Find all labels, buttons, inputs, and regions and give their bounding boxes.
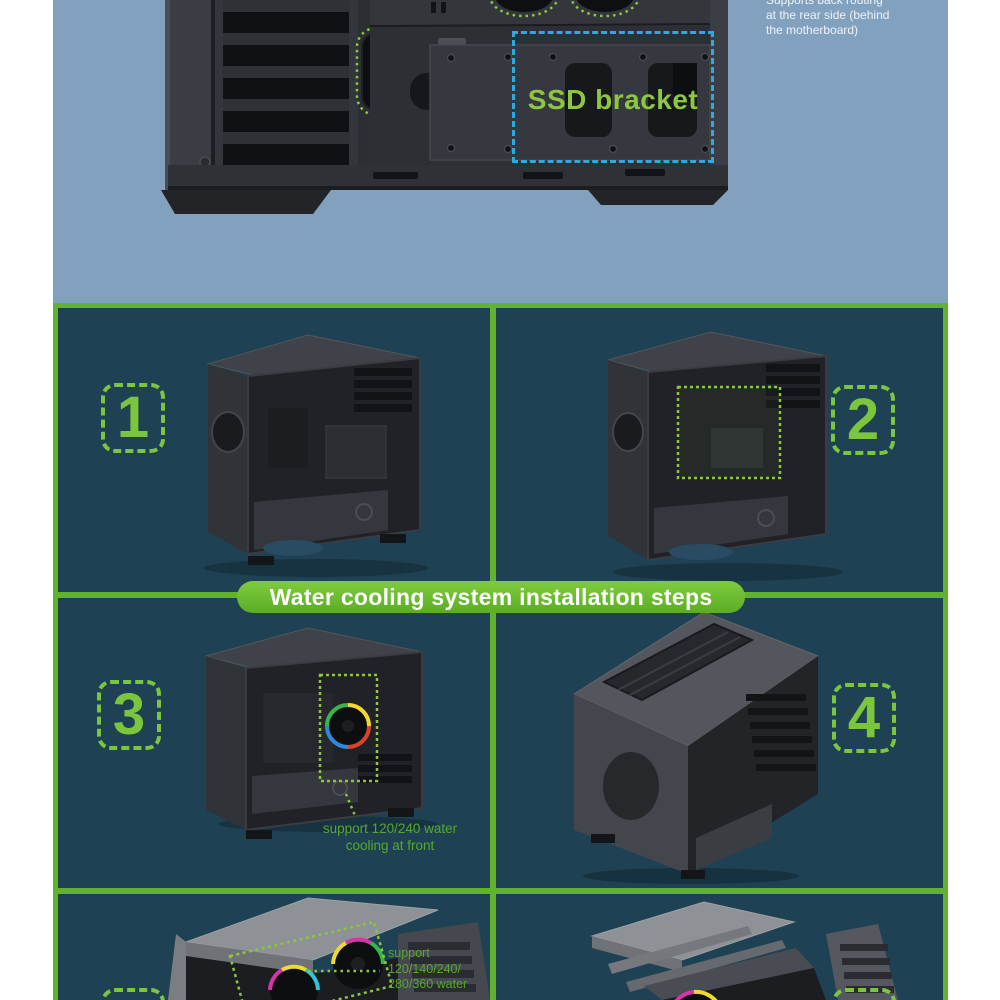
step-3-annotation: support 120/240 water cooling at front [322,821,458,853]
step-3-panel: 3 support 120/240 water cooling at front [58,598,490,888]
case-interior-image [161,0,729,214]
step-2-number: 2 [846,387,880,452]
ssd-bracket-highlight-box [512,31,714,163]
step-2-panel: 2 [496,308,943,592]
installation-steps-grid: 1 2 [53,303,948,1000]
case-step-5-image [168,897,490,1000]
case-step-3-image [204,627,438,839]
step-1-panel: 1 [58,308,490,592]
step-2-number-badge: 2 [831,385,895,455]
step-3-number: 3 [112,682,146,747]
case-step-4-image [572,611,820,884]
case-step-2-image [606,331,843,581]
step-3-number-badge: 3 [97,680,161,750]
step-1-number-badge: 1 [101,383,165,453]
back-routing-annotation: Supports back routing at the rear side (… [766,0,890,37]
step-5-number-badge [101,988,165,1000]
case-step-1-image [204,334,428,577]
section-title: Water cooling system installation steps [269,583,713,610]
step-4-number-badge: 4 [832,683,896,753]
ssd-bracket-label: SSD bracket [527,84,699,115]
case-step-6-image [590,901,898,1000]
step-1-number: 1 [116,385,150,450]
step-6-panel [496,894,943,1000]
top-photo-section: SSD bracket Supports back routing at the… [53,0,948,303]
step-4-number: 4 [847,685,881,750]
step-4-panel: 4 [496,598,943,888]
step-5-annotation: support 120/140/240/ 280/360 water [388,946,468,991]
section-title-banner: Water cooling system installation steps [237,581,745,613]
step-6-number-badge [832,988,896,1000]
step-5-panel: support 120/140/240/ 280/360 water [58,894,490,1000]
